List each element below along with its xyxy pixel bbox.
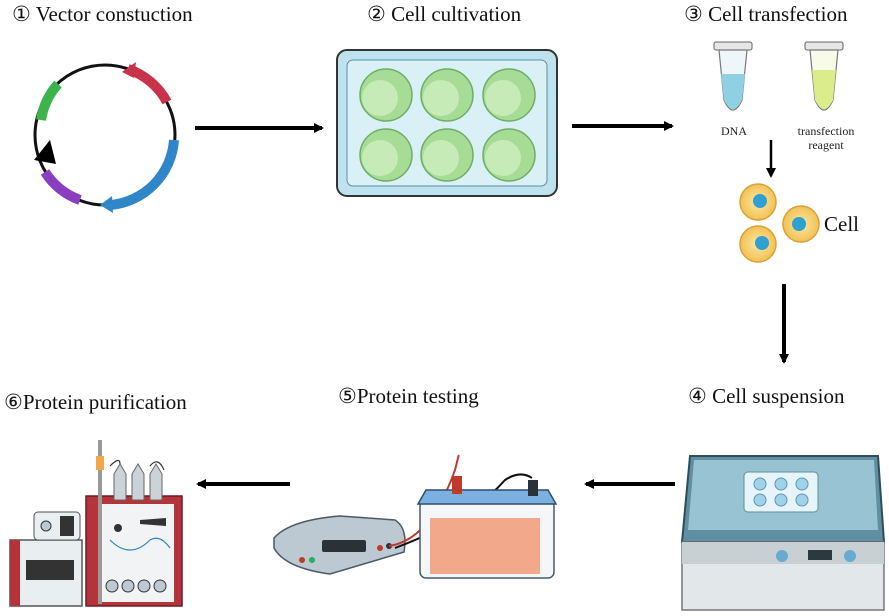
plasmid-blue-segment: [109, 139, 179, 210]
shaker-icon: [680, 455, 886, 611]
step-5-title: ⑤Protein testing: [338, 384, 479, 408]
reagent-tube-icon: [804, 41, 844, 111]
dna-tube-icon: [713, 41, 753, 111]
dna-tube-label: DNA: [721, 124, 747, 138]
plasmid-purple-segment: [40, 169, 82, 205]
step-2-title: ② Cell cultivation: [367, 2, 522, 26]
cell-label: Cell: [824, 212, 859, 236]
electrophoresis-icon: [273, 454, 558, 579]
step-3-title: ③ Cell transfection: [684, 2, 848, 26]
purification-system-icon: [9, 440, 183, 607]
step-4-title: ④ Cell suspension: [688, 384, 845, 408]
six-well-plate-icon: [336, 49, 558, 197]
reagent-tube-label-line1: transfection: [797, 124, 855, 138]
plasmid-green-segment: [36, 80, 62, 121]
plasmid-icon: [33, 62, 179, 213]
step-6-title: ⑥Protein purification: [4, 390, 187, 414]
step-1-title: ① Vector constuction: [12, 2, 193, 26]
cells-icon: [739, 183, 820, 263]
reagent-tube-label-line2: reagent: [808, 138, 844, 152]
